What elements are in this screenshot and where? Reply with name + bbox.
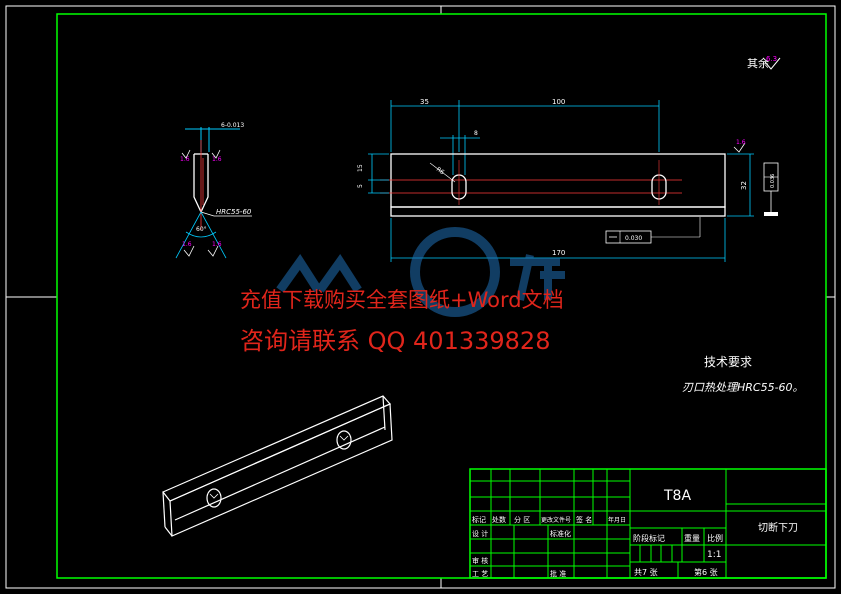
title-block-text: T8A 切断下刀 阶段标记 重量 比例 1:1 共7 张 第6 张 标记 处数 … — [472, 488, 798, 578]
roughness-symbol-icon — [211, 149, 221, 159]
blade-edge-strip — [390, 206, 726, 217]
side-roughness-right: 1.6 — [212, 156, 222, 163]
scale-value: 1:1 — [707, 550, 721, 560]
parallelism-value: 0.030 — [625, 235, 642, 242]
drawing-frame — [56, 13, 827, 579]
tech-requirements-title: 技术要求 — [704, 355, 752, 369]
weight-header: 重量 — [684, 533, 700, 543]
isometric-view — [162, 395, 393, 537]
bottom-roughness-right: 1.6 — [212, 241, 222, 248]
roughness-symbol-icon — [733, 142, 746, 153]
dim-35-label: 35 — [420, 98, 429, 106]
header-date: 年月日 — [608, 516, 626, 524]
watermark-line1: 充值下载购买全套图纸+Word文档 — [240, 288, 564, 312]
hardness-label: HRC55-60 — [216, 208, 252, 216]
flatness-value: 0.036 — [770, 174, 776, 188]
sheet-number: 第6 张 — [694, 567, 718, 577]
sheets-total: 共7 张 — [634, 568, 658, 577]
roughness-symbol-icon — [207, 245, 219, 257]
roughness-symbol-icon — [764, 57, 781, 70]
standardize-label: 标准化 — [550, 529, 571, 538]
side-width-label: 6-0.013 — [221, 122, 244, 129]
roughness-note-value: 6.3 — [766, 55, 777, 63]
bottom-roughness-left: 1.6 — [182, 241, 192, 248]
roughness-symbol-icon — [181, 149, 191, 159]
part-name: 切断下刀 — [758, 521, 798, 534]
dim-170-label: 170 — [552, 249, 565, 257]
side-roughness-left: 1.6 — [180, 156, 190, 163]
header-zone: 分 区 — [514, 515, 530, 524]
dim-100-label: 100 — [552, 98, 565, 106]
watermark-line2: 咨询请联系 QQ 401339828 — [240, 327, 551, 355]
dim-15-label: 15 — [357, 164, 364, 172]
tech-requirements-line1: 刃口热处理HRC55-60。 — [682, 381, 804, 394]
header-mark: 标记 — [472, 515, 486, 524]
header-change-doc: 更改文件号 — [541, 516, 571, 524]
process-label: 工 艺 — [472, 570, 488, 578]
general-roughness-note: 其余 6.3 — [747, 55, 781, 70]
approve-label: 批 准 — [550, 569, 566, 578]
material-label: T8A — [663, 488, 691, 504]
dim-5-label: 5 — [357, 184, 364, 188]
blade-body — [390, 153, 726, 208]
hole-label: R6 — [435, 166, 446, 176]
roughness-note-text: 其余 — [747, 56, 769, 70]
datum-base-icon — [764, 212, 778, 216]
watermark-logo-icon — [276, 227, 565, 317]
title-block — [469, 468, 827, 579]
side-view: 6-0.013 1.6 1.6 HRC55-60 60° 1.6 1.6 — [175, 122, 252, 259]
front-roughness: 1.6 — [736, 139, 746, 146]
stage-header: 阶段标记 — [633, 533, 665, 543]
roughness-symbol-icon — [183, 245, 195, 257]
front-view: 35 100 8 1.6 R6 15 5 32 — [357, 98, 779, 262]
scale-header: 比例 — [707, 533, 723, 543]
dim-32-label: 32 — [740, 181, 748, 190]
header-signature: 签 名 — [576, 515, 592, 524]
angle-label: 60° — [196, 226, 207, 233]
dim-8-label: 8 — [474, 130, 478, 137]
design-label: 设 计 — [472, 529, 488, 538]
angle-arc — [185, 231, 217, 238]
header-count: 处数 — [492, 515, 506, 524]
iso-slot-left — [206, 488, 222, 508]
review-label: 审 核 — [472, 556, 488, 565]
iso-slot-right — [336, 430, 352, 450]
